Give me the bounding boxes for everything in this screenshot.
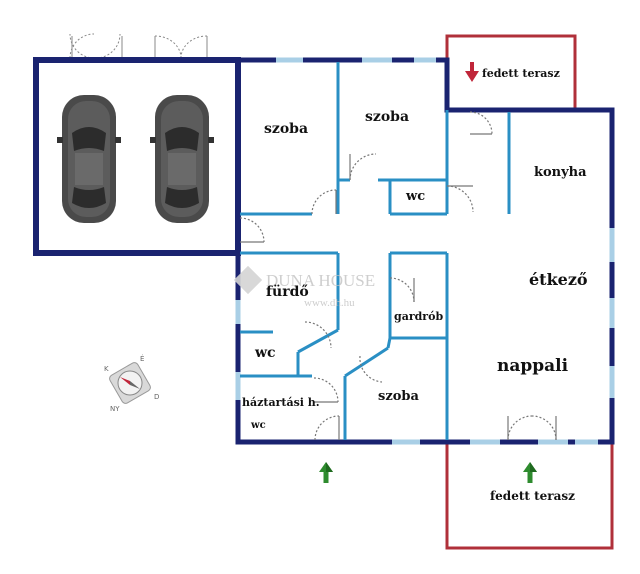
room-label-szoba-2: szoba [365,109,409,125]
room-label-gardrob: gardrób [394,310,443,323]
room-label-wc-3: wc [250,420,266,431]
watermark: DUNA HOUSE www.dh.hu [233,265,375,309]
room-label-etkezo: étkező [529,270,588,289]
compass-west: NY [110,405,120,413]
room-label-haztartasi: háztartási h. [242,396,320,409]
car-icon [150,95,214,223]
room-label-furdo: fürdő [266,284,309,300]
room-label-nappali: nappali [497,356,569,376]
room-label-terrace-bottom: fedett terasz [490,489,575,503]
compass-icon: É K D NY [104,354,159,413]
inner-walls [240,62,511,440]
arrow-up-icon [319,462,333,483]
watermark-url: www.dh.hu [304,297,355,309]
house-outer-wall [235,57,615,445]
garage-window-2 [154,35,208,59]
room-label-wc-2: wc [254,345,276,361]
arrow-up-icon [523,462,537,483]
compass-north: É [140,354,144,363]
car-icon [57,95,121,223]
compass-south: D [154,393,159,401]
arrow-down-icon [465,62,479,82]
room-label-wc-1: wc [405,189,425,204]
terrace-bottom [445,442,614,550]
room-label-szoba-3: szoba [378,389,419,404]
garage-window-1 [69,33,123,59]
compass-west-east: K [104,365,109,373]
door-swings [239,111,557,441]
room-label-szoba-1: szoba [264,121,308,137]
room-label-terrace-top: fedett terasz [482,67,560,80]
garage-outline [33,57,241,256]
windows [235,57,615,445]
room-label-konyha: konyha [534,165,587,180]
watermark-brand: DUNA HOUSE [266,271,375,290]
